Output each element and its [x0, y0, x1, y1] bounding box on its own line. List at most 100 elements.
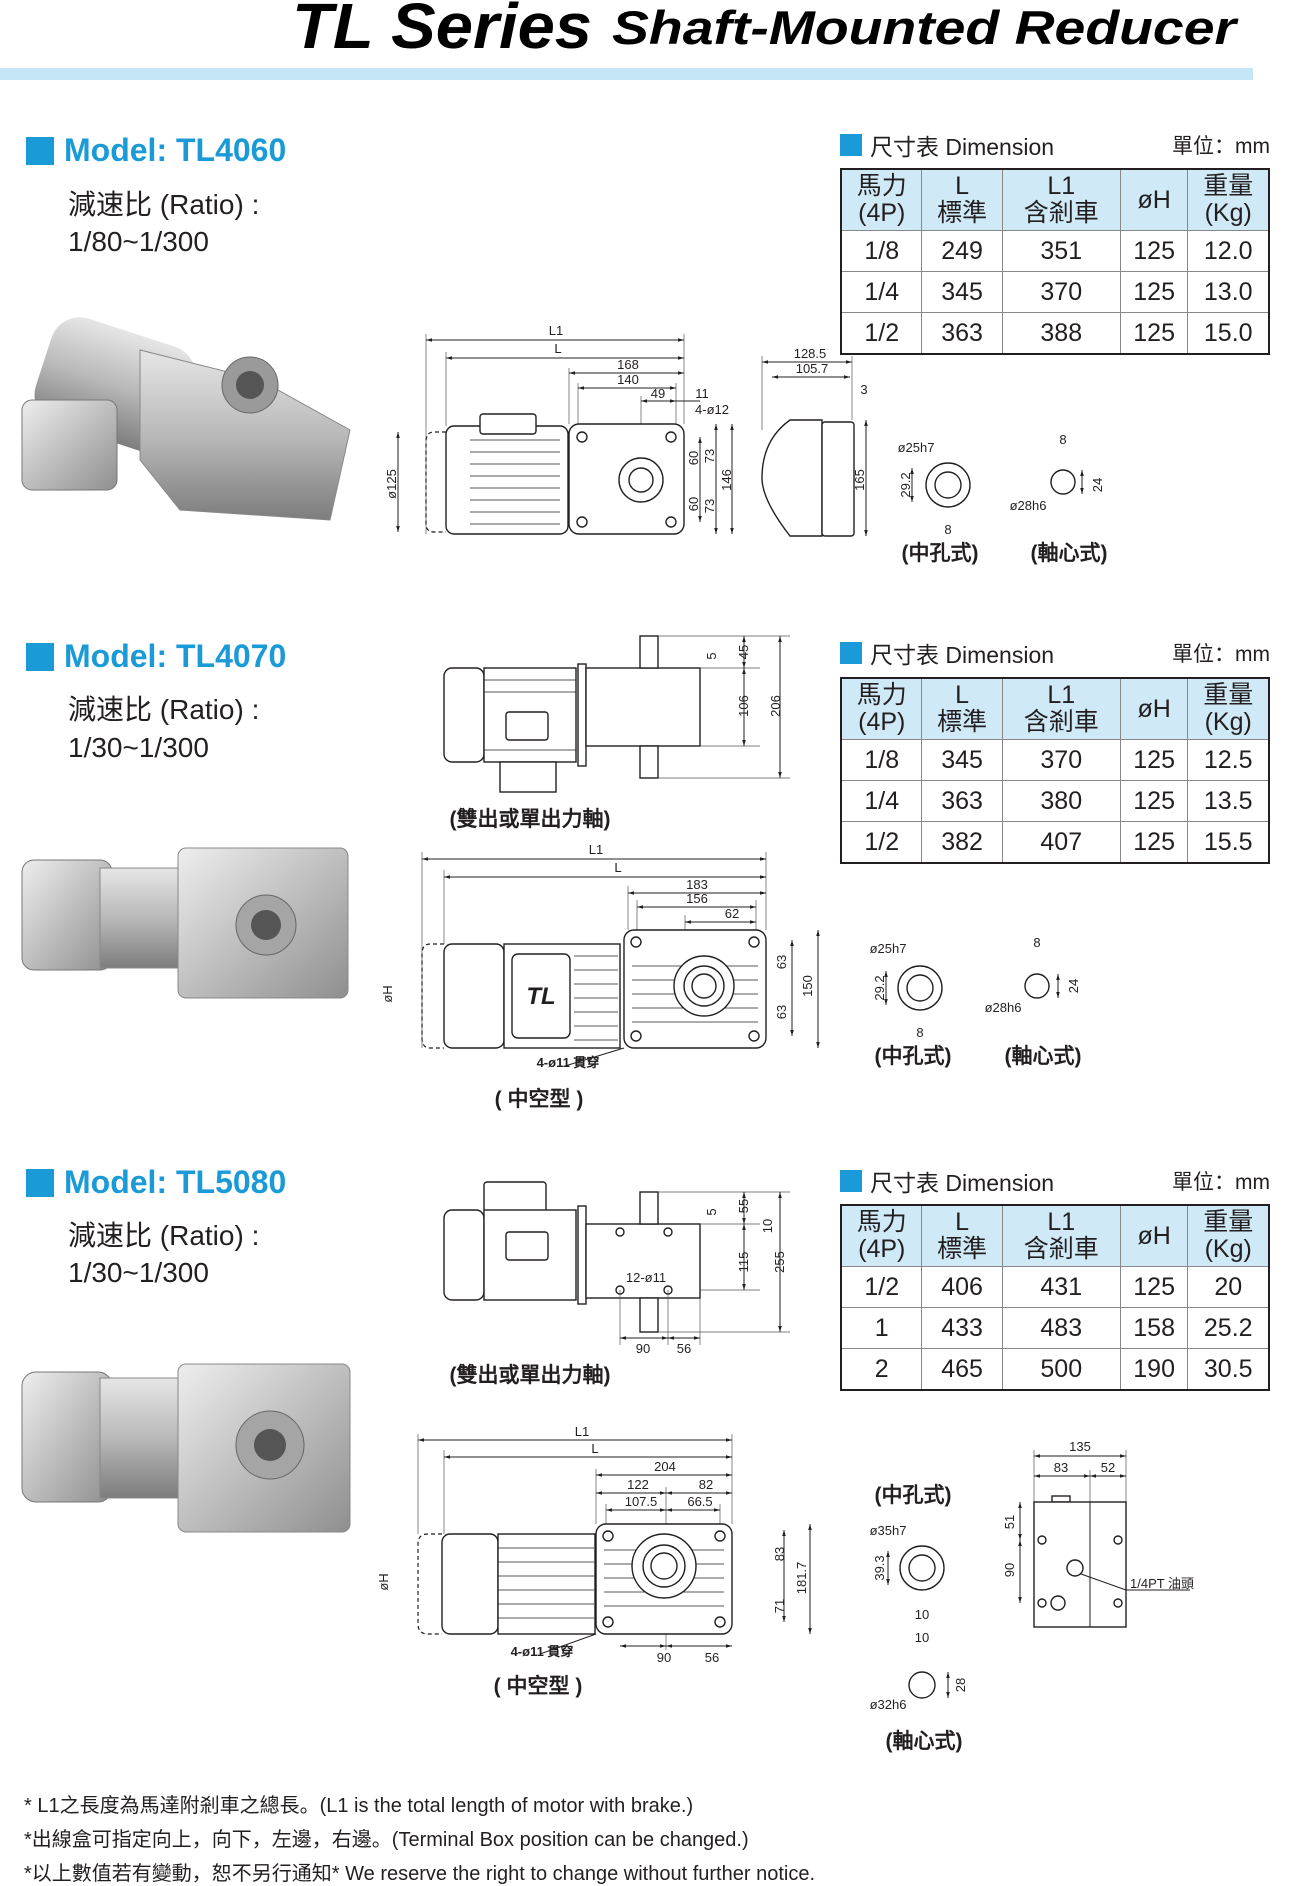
dimension-label: 10 [915, 1607, 929, 1622]
drawing-tl5080-side: 135 83 52 51 90 1/4PT 油頭 [1002, 1439, 1194, 1628]
dimension-label: ( 中空型 ) [495, 1087, 584, 1111]
header-text: øH [1137, 1221, 1171, 1250]
dimension-label: (中孔式) [875, 1484, 952, 1507]
shaft-detail-tl4060: ø25h7 29.2 8 (中孔式) 8 24 ø28h6 (軸心式) [898, 432, 1108, 565]
dimension-label: 66.5 [687, 1494, 712, 1509]
header-text: 重量 [1203, 172, 1254, 200]
dimension-label: 82 [699, 1477, 713, 1492]
dimension-label: 8 [1059, 432, 1066, 447]
dimension-label: 115 [736, 1252, 751, 1273]
dimension-label: 83 [772, 1547, 787, 1561]
footnote-l1: * L1之長度為馬達附剎車之總長。(L1 is the total length… [24, 1795, 694, 1817]
cell: 345 [921, 739, 1003, 781]
dimension-label: 107.5 [625, 1494, 658, 1509]
dimension-label: 165 [852, 469, 867, 491]
dimension-label: 24 [1066, 979, 1081, 993]
dimension-label: (雙出或單出力軸) [450, 807, 611, 831]
ratio-value: 1/80~1/300 [68, 226, 209, 257]
dimension-label: 12-ø11 [626, 1270, 666, 1285]
bullet-square-icon [26, 1168, 54, 1197]
dimension-label: 49 [651, 386, 665, 401]
cell: 158 [1119, 1307, 1189, 1349]
dimension-label: 4-ø12 [695, 402, 729, 417]
dimension-label: 83 [1054, 1460, 1068, 1475]
cell: 382 [921, 821, 1003, 864]
drawing-tl5080-front: L1 L 204 122 82 107.5 66.5 83 71 181.7 ø… [376, 1424, 812, 1698]
dimension-label: 181.7 [794, 1562, 809, 1595]
dimension-label: 122 [627, 1477, 649, 1492]
header-text: (4P) [858, 1235, 906, 1263]
cell: 13.0 [1187, 271, 1270, 313]
dimension-label: 90 [657, 1650, 671, 1665]
cell: 388 [1001, 312, 1121, 355]
header-text: 馬力 [856, 172, 907, 200]
bullet-square-icon [840, 134, 862, 156]
dimension-label: (中孔式) [902, 542, 979, 565]
footnote-terminal-box: *出線盒可指定向上，向下，左邊，右邊。(Terminal Box positio… [24, 1829, 749, 1851]
ratio-label: 減速比 (Ratio) : [68, 1220, 260, 1251]
col-header: 馬力(4P) [840, 168, 923, 231]
cell: 406 [921, 1266, 1003, 1308]
cell: 370 [1001, 739, 1121, 781]
dimension-label: 10 [760, 1219, 775, 1233]
header-text: 重量 [1203, 1208, 1254, 1236]
dimension-label: 63 [774, 1005, 789, 1019]
dimension-label: 128.5 [794, 346, 827, 361]
cell: 25.2 [1187, 1307, 1270, 1349]
cell: 125 [1119, 821, 1189, 864]
model-heading-tl4070: Model: TL4070 [26, 638, 286, 675]
dimension-label: 39.3 [872, 1555, 887, 1580]
product-photo-tl5080 [21, 1363, 351, 1533]
cell: 125 [1119, 739, 1189, 781]
dimension-label: 56 [677, 1341, 691, 1356]
model-label: Model: TL5080 [64, 1164, 287, 1200]
header-text: L [955, 1208, 970, 1236]
cell: 363 [921, 780, 1003, 822]
dimension-label: 56 [705, 1650, 719, 1665]
dimension-label: (軸心式) [886, 1729, 963, 1753]
cell: 345 [921, 271, 1003, 313]
cell: 15.5 [1187, 821, 1270, 864]
dimension-label: 5 [704, 652, 719, 659]
header-text: L1 [1047, 681, 1076, 709]
header-text: øH [1137, 694, 1171, 723]
header-text: (Kg) [1204, 199, 1252, 227]
cell: 12.5 [1187, 739, 1270, 781]
dimension-title: 尺寸表 Dimension [870, 642, 1055, 668]
cell: 363 [921, 312, 1003, 355]
product-photo-tl4060 [21, 317, 351, 521]
footnote-disclaimer: *以上數值若有變動，恕不另行通知* We reserve the right t… [24, 1863, 816, 1885]
header-text: (Kg) [1204, 708, 1252, 736]
header-text: 含剎車 [1023, 199, 1099, 227]
dimension-label: 71 [772, 1599, 787, 1613]
cell: 407 [1001, 821, 1121, 864]
cell: 1/8 [840, 230, 923, 272]
dimension-label: 55 [736, 1199, 751, 1213]
header-text: 含剎車 [1023, 1235, 1099, 1263]
cell: 370 [1001, 271, 1121, 313]
dimension-label: ( 中空型 ) [494, 1674, 583, 1698]
cell: 125 [1119, 271, 1189, 313]
bullet-square-icon [26, 136, 54, 165]
col-header: 馬力(4P) [840, 677, 923, 740]
dimension-label: 4-ø11 貫穿 [537, 1055, 600, 1070]
drawing-tl4070-top: 5 45 106 206 (雙出或單出力軸) [443, 635, 790, 831]
dimension-label: L [554, 341, 561, 356]
tl-logo-icon: TL [526, 983, 555, 1010]
cell: 125 [1119, 780, 1189, 822]
dimension-label: 8 [944, 522, 951, 537]
dimension-label: 11 [695, 386, 709, 401]
col-header: 重量(Kg) [1187, 168, 1270, 231]
cell: 20 [1187, 1266, 1270, 1308]
